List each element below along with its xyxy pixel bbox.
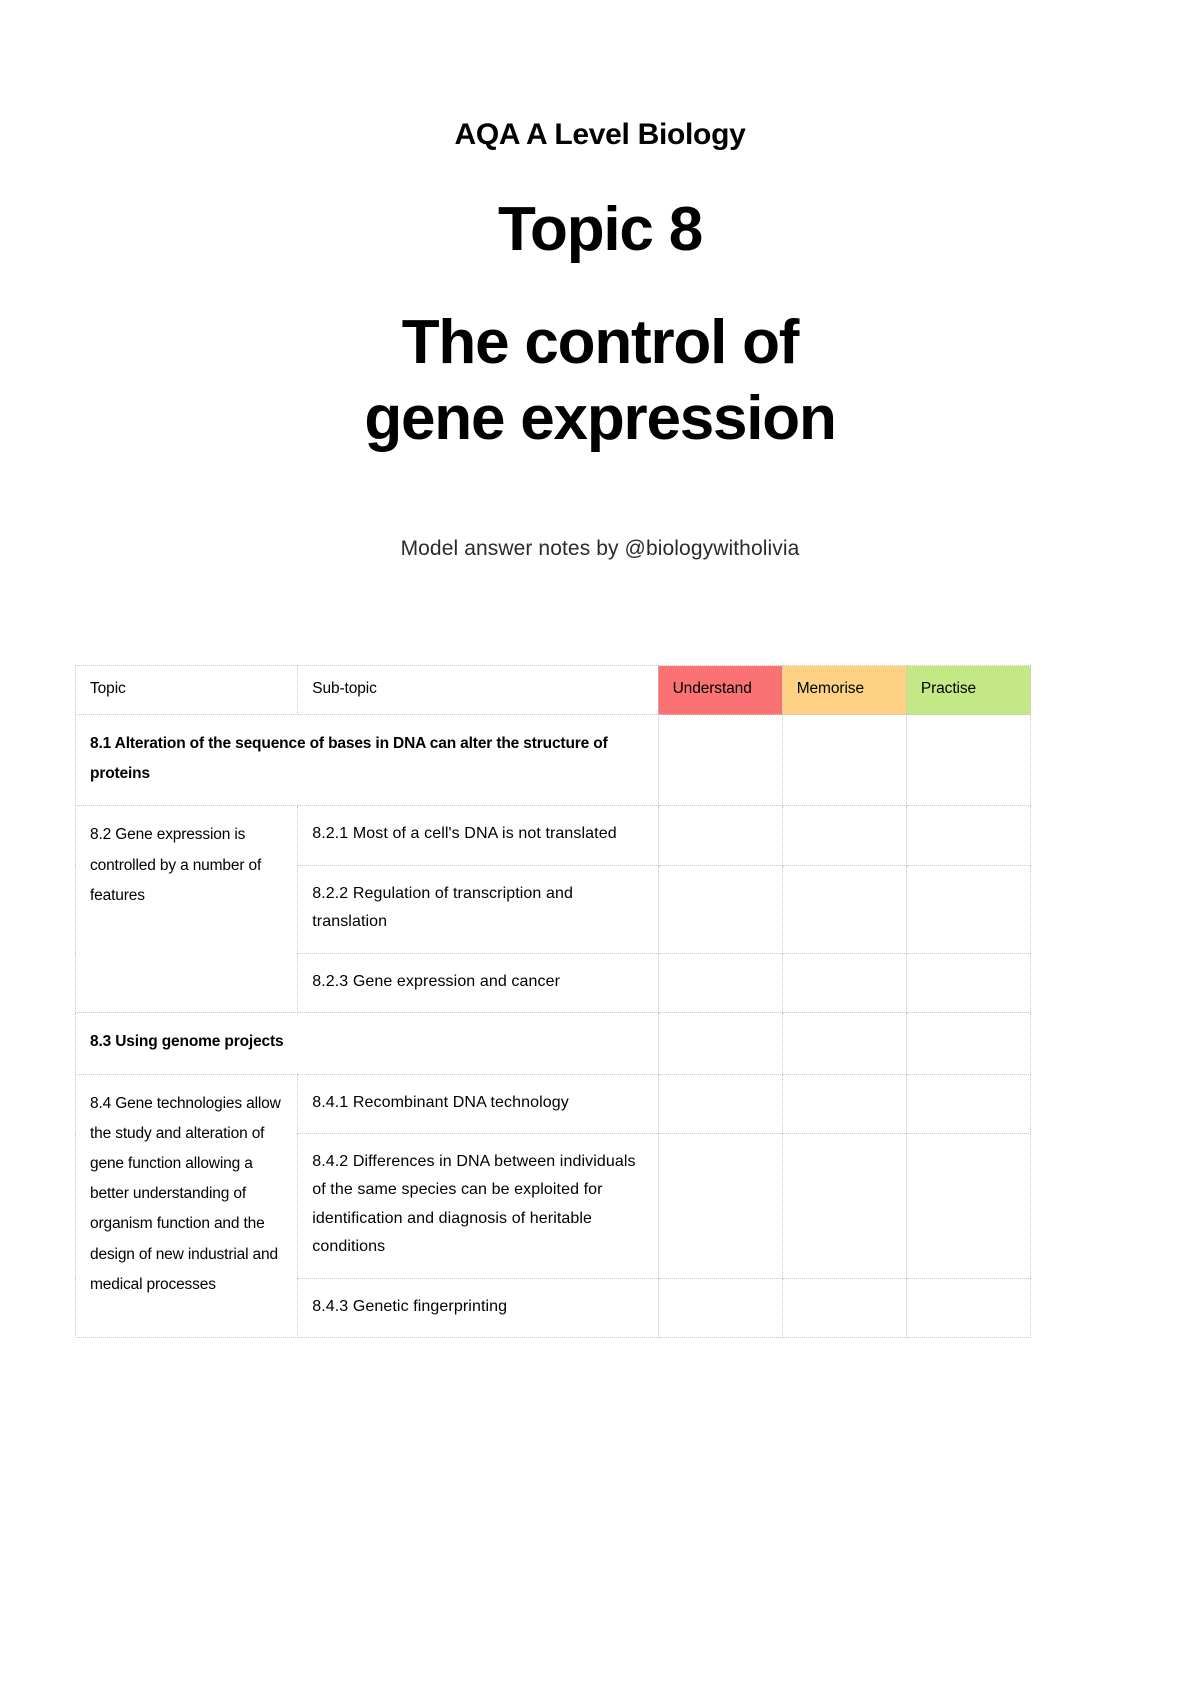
- practise-checkbox-cell[interactable]: [905, 864, 1032, 954]
- understand-checkbox-cell[interactable]: [657, 1012, 783, 1075]
- course-eyebrow: AQA A Level Biology: [454, 118, 746, 151]
- topic-cell: 8.4 Gene technologies allow the study an…: [74, 1073, 299, 1339]
- practise-checkbox-cell[interactable]: [905, 805, 1032, 866]
- table-row: 8.2 Gene expression is controlled by a n…: [74, 805, 1032, 1014]
- progress-checklist-table: Topic Sub-topic Understand Memorise Prac…: [74, 665, 1032, 1339]
- page-title-line-3: gene expression: [364, 383, 837, 453]
- understand-checkbox-cell[interactable]: [657, 805, 783, 866]
- practise-checkbox-cell[interactable]: [905, 1012, 1032, 1075]
- practise-checkbox-cell[interactable]: [905, 713, 1032, 807]
- memorise-checkbox-cell[interactable]: [781, 1073, 907, 1135]
- column-header-understand: Understand: [657, 665, 783, 715]
- understand-checkbox-cell[interactable]: [657, 1133, 783, 1279]
- subtopic-cell: 8.2.1 Most of a cell's DNA is not transl…: [297, 805, 659, 866]
- understand-checkbox-cell[interactable]: [657, 1073, 783, 1135]
- column-header-memorise: Memorise: [781, 665, 907, 715]
- practise-checkbox-cell[interactable]: [905, 1133, 1032, 1279]
- subtopic-cell: 8.4.2 Differences in DNA between individ…: [297, 1133, 659, 1279]
- table-row: 8.1 Alteration of the sequence of bases …: [75, 713, 1032, 807]
- table-row: 8.3 Using genome projects: [75, 1012, 1032, 1075]
- practise-checkbox-cell[interactable]: [905, 1277, 1032, 1339]
- subtopic-cell: 8.4.1 Recombinant DNA technology: [297, 1073, 659, 1135]
- page-title-line-2: The control of: [401, 308, 800, 378]
- table-row: 8.4.2 Differences in DNA between individ…: [76, 1133, 1032, 1279]
- table-row: 8.2.2 Regulation of transcription and tr…: [76, 864, 1032, 954]
- table-row: 8.4 Gene technologies allow the study an…: [74, 1073, 1032, 1339]
- page-title-line-1: Topic 8: [497, 195, 703, 264]
- topic-cell: 8.3 Using genome projects: [75, 1012, 659, 1075]
- practise-checkbox-cell[interactable]: [905, 952, 1032, 1014]
- memorise-checkbox-cell[interactable]: [781, 952, 907, 1014]
- column-header-topic: Topic: [74, 665, 299, 715]
- table-body: 8.1 Alteration of the sequence of bases …: [74, 713, 1032, 1339]
- page-title: Topic 8 The control of gene expression: [0, 195, 1200, 453]
- column-header-practise: Practise: [905, 665, 1032, 715]
- column-header-subtopic: Sub-topic: [297, 665, 659, 715]
- memorise-checkbox-cell[interactable]: [781, 713, 907, 807]
- topic-cell: 8.2 Gene expression is controlled by a n…: [74, 805, 299, 1014]
- memorise-checkbox-cell[interactable]: [781, 1133, 907, 1279]
- understand-checkbox-cell[interactable]: [657, 713, 783, 807]
- memorise-checkbox-cell[interactable]: [781, 1012, 907, 1075]
- topic-cell: 8.1 Alteration of the sequence of bases …: [75, 713, 659, 807]
- table-header-row: Topic Sub-topic Understand Memorise Prac…: [74, 665, 1032, 715]
- title-block: AQA A Level Biology Topic 8 The control …: [0, 0, 1200, 561]
- table-row: 8.2.3 Gene expression and cancer: [76, 952, 1032, 1014]
- author-byline: Model answer notes by @biologywitholivia: [400, 537, 800, 561]
- subtopic-cell: 8.2.3 Gene expression and cancer: [297, 952, 659, 1014]
- memorise-checkbox-cell[interactable]: [781, 1277, 907, 1339]
- understand-checkbox-cell[interactable]: [657, 952, 783, 1014]
- understand-checkbox-cell[interactable]: [657, 1277, 783, 1339]
- practise-checkbox-cell[interactable]: [905, 1073, 1032, 1135]
- subtopic-cell: 8.4.3 Genetic fingerprinting: [297, 1277, 659, 1339]
- memorise-checkbox-cell[interactable]: [781, 864, 907, 954]
- memorise-checkbox-cell[interactable]: [781, 805, 907, 866]
- table-row: 8.4.3 Genetic fingerprinting: [76, 1277, 1032, 1339]
- subtopic-cell: 8.2.2 Regulation of transcription and tr…: [297, 864, 659, 954]
- understand-checkbox-cell[interactable]: [657, 864, 783, 954]
